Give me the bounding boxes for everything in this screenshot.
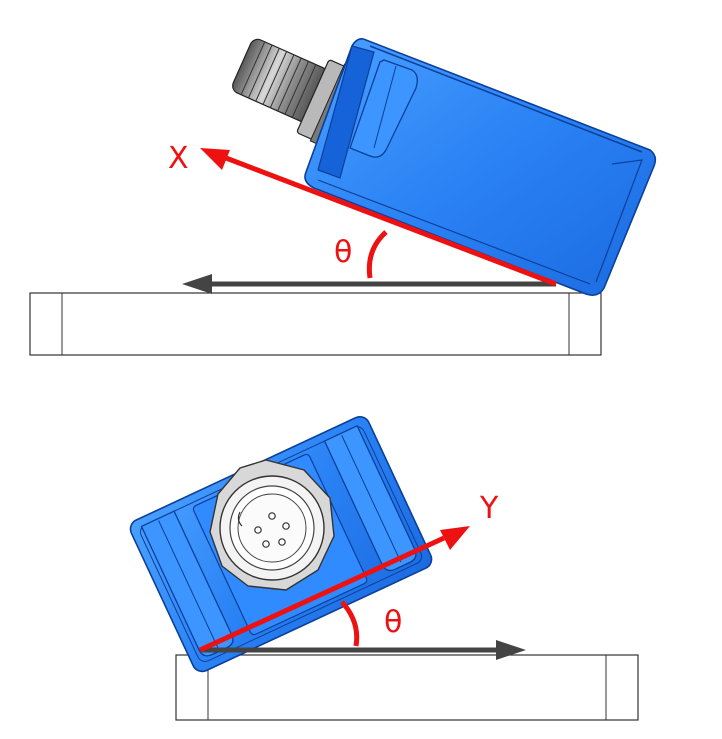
x-axis-label: X <box>168 141 189 176</box>
top-angle-arc <box>366 230 388 279</box>
top-sensor-body <box>304 38 657 296</box>
y-axis-arrow <box>198 526 470 653</box>
top-angle-label: θ <box>334 235 352 270</box>
bottom-angle-label: θ <box>384 605 402 640</box>
x-axis-arrow <box>200 148 557 287</box>
top-reference-arrow <box>182 274 556 294</box>
bottom-reference-arrow <box>200 640 526 660</box>
y-axis-label: Y <box>479 491 499 526</box>
bottom-angle-arc <box>340 600 360 647</box>
top-view: X θ <box>29 38 657 356</box>
bottom-mounting-plate <box>175 654 639 721</box>
m12-connector-icon <box>209 459 335 591</box>
top-mounting-plate <box>29 292 602 356</box>
bottom-view: Y θ <box>129 416 639 721</box>
